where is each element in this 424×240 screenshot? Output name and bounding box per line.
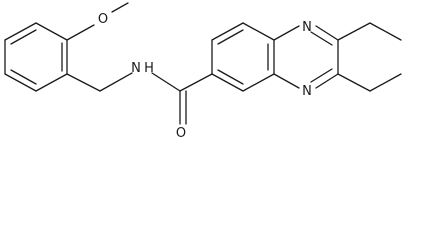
quinoxaline-benzo-ring <box>211 22 275 92</box>
bond <box>242 22 275 41</box>
double-bond-inner <box>310 31 333 46</box>
bond <box>179 73 213 92</box>
methoxybenzyl-ring <box>4 22 68 92</box>
bond <box>211 22 244 41</box>
bond <box>273 25 300 41</box>
double-bond-inner <box>10 69 37 85</box>
carbonyl-oxygen-label: O <box>176 126 186 138</box>
bond <box>315 25 339 41</box>
ring-nitrogen-bottom-label: N <box>302 84 312 99</box>
bond <box>151 72 181 92</box>
bond <box>35 22 68 41</box>
bond <box>111 2 129 13</box>
bond <box>337 73 371 92</box>
double-bond-inner <box>217 69 244 85</box>
bond <box>4 22 37 41</box>
bond <box>337 22 371 41</box>
amide-hydrogen-label: H <box>144 61 154 76</box>
double-bond-inner <box>310 68 333 83</box>
bond <box>66 73 101 92</box>
bond <box>99 72 133 92</box>
double-bond-inner <box>217 29 244 45</box>
ring-nitrogen-top-label: N <box>302 20 312 35</box>
bond <box>315 73 339 89</box>
bond <box>211 73 244 92</box>
bond <box>66 24 95 41</box>
double-bond-inner <box>10 29 37 45</box>
quinoxaline-pyrazine-ring <box>273 25 339 89</box>
bond <box>273 73 300 89</box>
amide-nitrogen-label: N <box>131 61 141 76</box>
bond <box>35 73 68 92</box>
methoxy-oxygen-label: O <box>98 12 108 27</box>
bond <box>4 73 37 92</box>
molecule-structure: O N H O N N <box>4 2 402 138</box>
bond <box>369 22 402 41</box>
bond <box>369 73 402 92</box>
bond <box>242 73 275 92</box>
